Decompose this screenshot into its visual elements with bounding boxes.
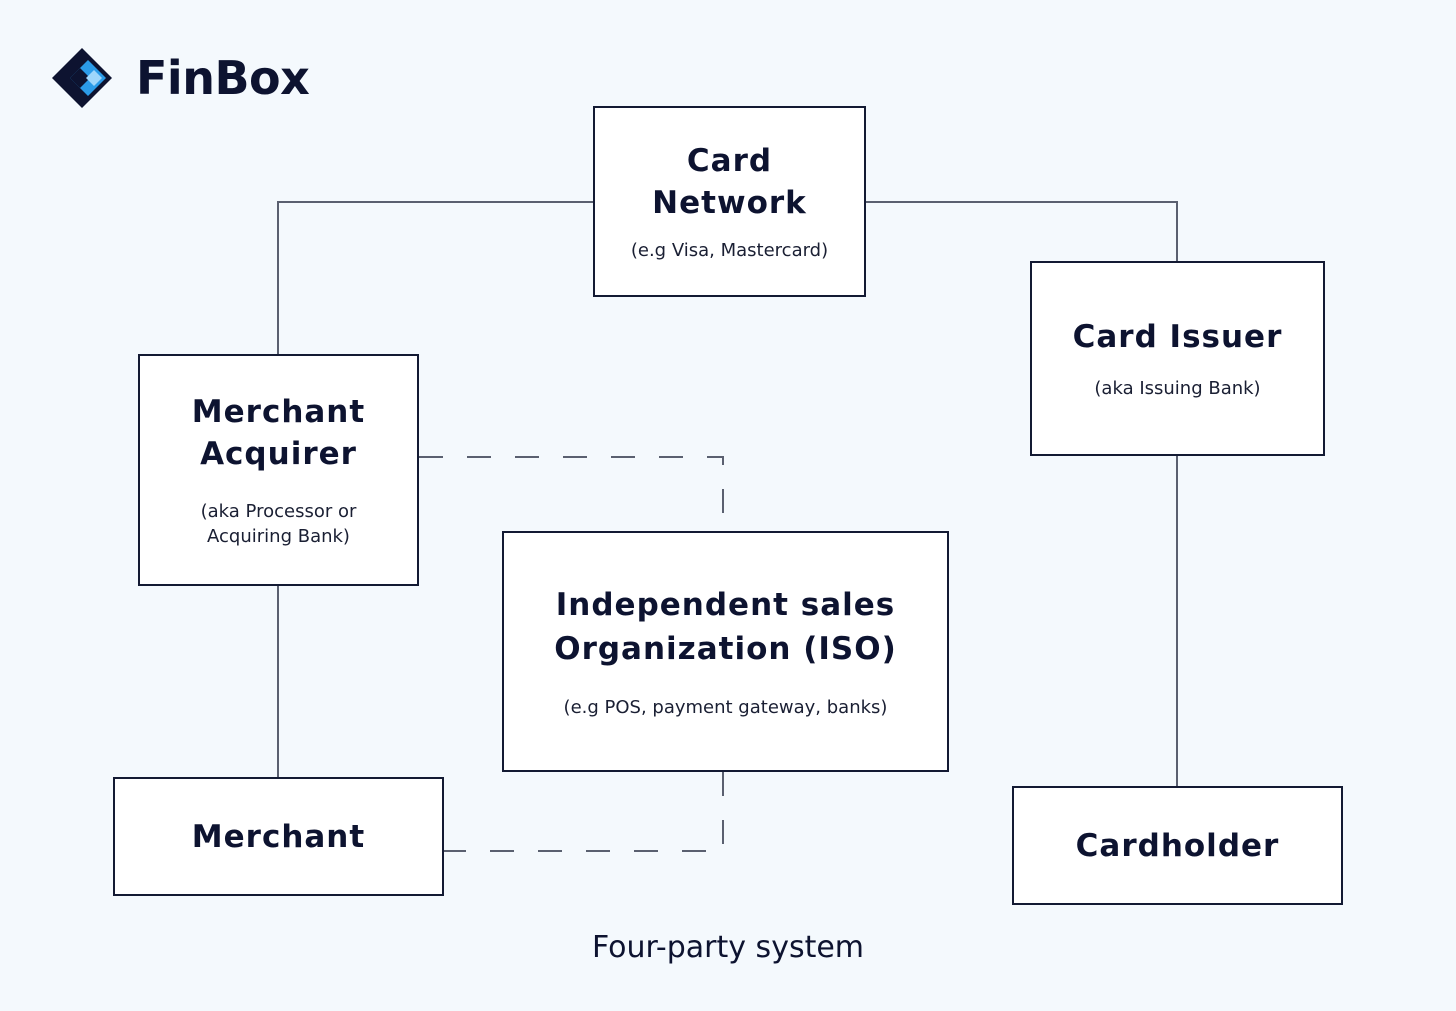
edge-iso-merchant	[444, 772, 724, 852]
node-subtitle: (aka Issuing Bank)	[1094, 378, 1261, 399]
node-title: Cardholder	[1075, 827, 1280, 864]
node-merchant: Merchant	[113, 777, 444, 896]
edge-network-issuer	[866, 201, 1178, 261]
node-title: Independent sales Organization (ISO)	[554, 587, 897, 667]
node-subtitle: (aka Processor or Acquiring Bank)	[200, 501, 357, 547]
diagram-caption: Four-party system	[591, 930, 865, 965]
node-card-issuer: Card Issuer (aka Issuing Bank)	[1030, 261, 1325, 456]
node-title: Merchant Acquirer	[191, 394, 366, 472]
edge-acquirer-iso	[419, 456, 724, 531]
node-title: Card Network	[652, 143, 807, 221]
node-card-network: Card Network (e.g Visa, Mastercard)	[593, 106, 866, 297]
node-title: Merchant	[191, 818, 366, 855]
node-merchant-acquirer: Merchant Acquirer (aka Processor or Acqu…	[138, 354, 419, 586]
finbox-logo-icon	[52, 48, 112, 108]
node-cardholder: Cardholder	[1012, 786, 1343, 905]
finbox-logo: FinBox	[50, 46, 310, 110]
brand-name: FinBox	[136, 51, 310, 105]
node-subtitle: (e.g POS, payment gateway, banks)	[563, 697, 888, 718]
node-iso: Independent sales Organization (ISO) (e.…	[502, 531, 949, 772]
node-title: Card Issuer	[1072, 319, 1283, 355]
node-subtitle: (e.g Visa, Mastercard)	[630, 240, 829, 261]
edge-network-acquirer	[277, 201, 593, 354]
